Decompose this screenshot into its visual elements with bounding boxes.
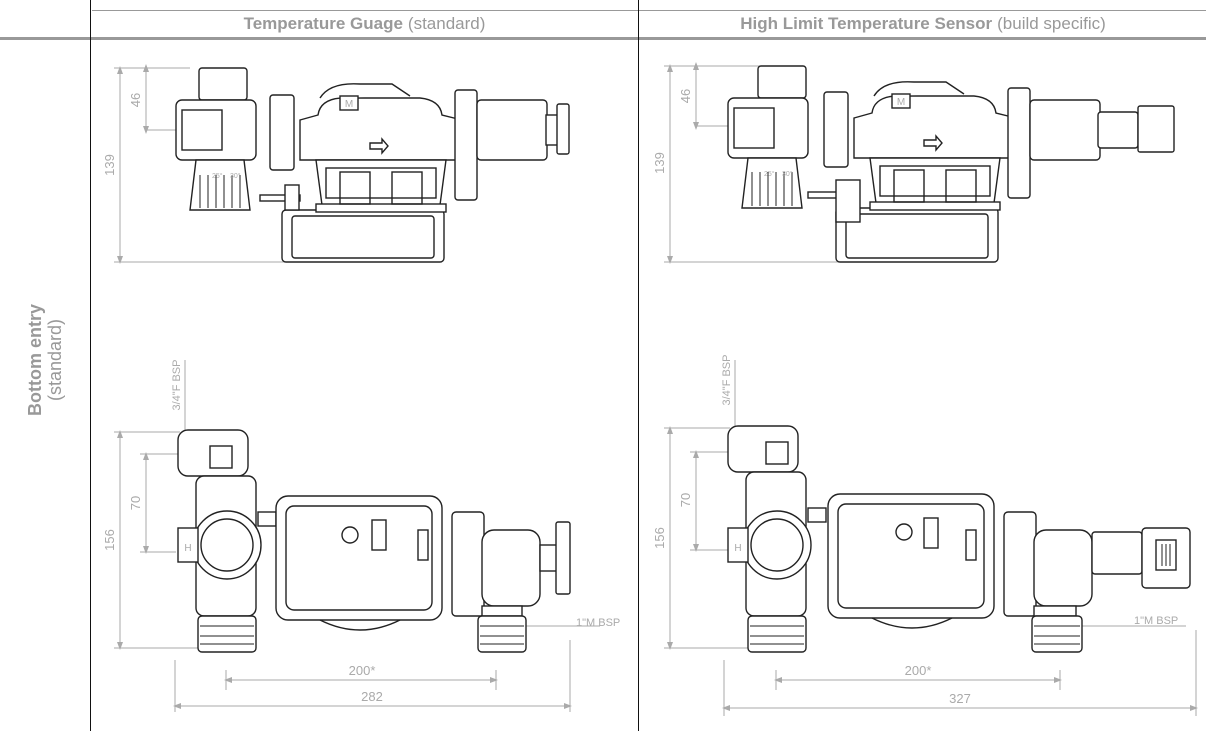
header-title: Temperature Guage: [243, 14, 403, 33]
inlet-label: 3/4"F BSP: [721, 355, 733, 406]
svg-text:H: H: [184, 543, 191, 554]
dim-200: 200*: [349, 663, 376, 678]
svg-text:M: M: [345, 99, 353, 110]
dim-200: 200*: [905, 663, 932, 678]
pump-front-view: H: [727, 425, 1191, 653]
dim-139: 139: [102, 154, 117, 176]
pump-side-view: M: [175, 67, 570, 263]
column-divider-middle: [638, 0, 639, 731]
column-divider-left: [90, 0, 91, 731]
header-high-limit-sensor: High Limit Temperature Sensor (build spe…: [640, 12, 1206, 36]
pump-front-view: H: [177, 429, 571, 653]
dim-70: 70: [128, 496, 143, 510]
header-subtitle: (build specific): [997, 14, 1106, 33]
dial-mark-30: 30°: [782, 170, 793, 178]
dim-width: 327: [949, 691, 971, 706]
header-subtitle: (standard): [407, 14, 486, 33]
dim-139: 139: [652, 152, 667, 174]
outlet-label: 1"M BSP: [1134, 615, 1178, 627]
dial-mark-30: 30°: [230, 172, 241, 180]
dial-mark-25: 25°: [212, 172, 223, 180]
header-temperature-guage: Temperature Guage (standard): [92, 12, 637, 36]
dim-46: 46: [678, 89, 693, 103]
top-rule: [92, 10, 1206, 11]
dim-46: 46: [128, 93, 143, 107]
svg-text:H: H: [734, 543, 741, 554]
pump-side-view: M: [727, 65, 1175, 263]
dim-156: 156: [652, 527, 667, 549]
dim-width: 282: [361, 689, 383, 704]
header-title: High Limit Temperature Sensor: [740, 14, 993, 33]
svg-text:M: M: [897, 97, 905, 108]
outlet-label: 1"M BSP: [576, 617, 620, 629]
dim-70: 70: [678, 493, 693, 507]
inlet-label: 3/4"F BSP: [171, 360, 183, 411]
dial-mark-25: 25°: [764, 170, 775, 178]
header-rule: [0, 37, 1206, 40]
dim-156: 156: [102, 529, 117, 551]
